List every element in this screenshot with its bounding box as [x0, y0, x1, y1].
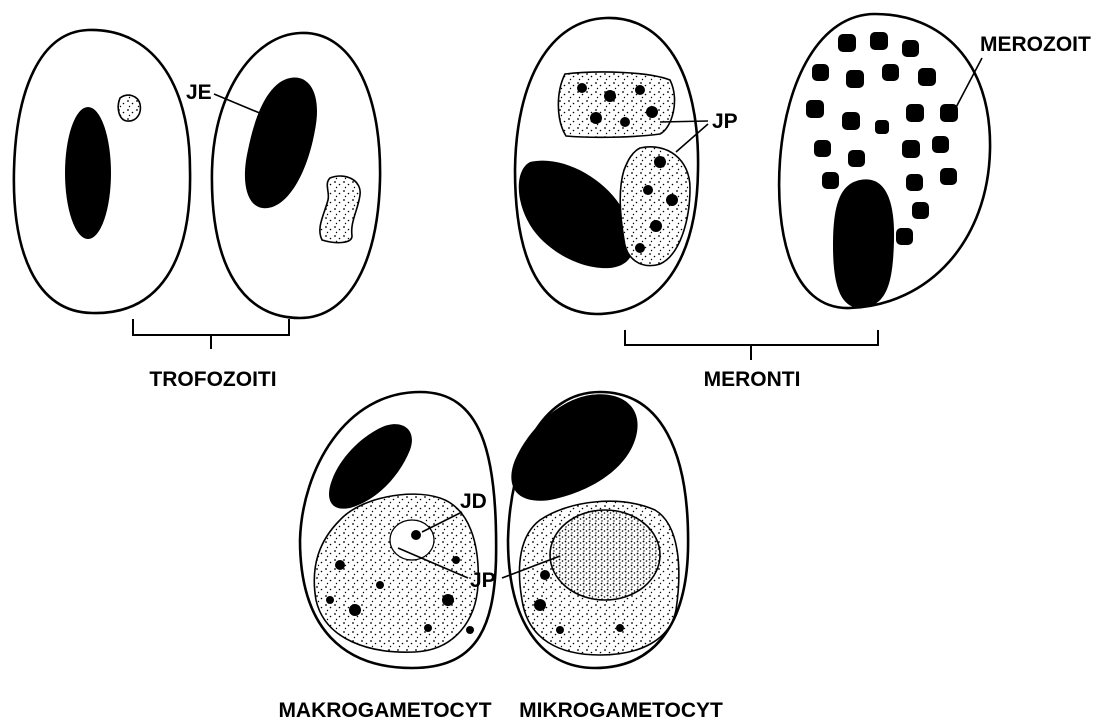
trophozoite-cell-2	[212, 33, 380, 318]
meront-parasite-upper	[558, 72, 674, 137]
label-jd: JD	[460, 490, 487, 513]
label-merozoit: MEROZOIT	[980, 33, 1091, 56]
label-meronti: MERONTI	[704, 368, 801, 391]
host-nucleus	[833, 179, 894, 308]
trophozoite-cell-1	[14, 30, 190, 313]
trophozoite-parasite	[118, 95, 140, 121]
microgametocyte-nucleus	[550, 510, 660, 600]
label-trofozoiti: TROFOZOITI	[149, 368, 276, 391]
bracket-meronti	[625, 330, 878, 360]
leader-jp-meront-upper	[660, 121, 708, 122]
jd-dot	[411, 530, 421, 540]
label-mikrogametocyt: MIKROGAMETOCYT	[519, 699, 723, 722]
label-jp-gametocyt: JP	[470, 569, 496, 592]
label-jp-meront: JP	[712, 110, 738, 133]
meront-cell-1	[515, 18, 698, 314]
label-makrogametocyt: MAKROGAMETOCYT	[278, 699, 491, 722]
meront-cell-2	[779, 14, 990, 308]
bracket-trofozoiti	[133, 319, 289, 349]
host-nucleus	[65, 107, 111, 239]
microgametocyte-cell	[508, 392, 688, 668]
label-je: JE	[186, 81, 212, 104]
macrogametocyte-cell	[300, 392, 496, 668]
